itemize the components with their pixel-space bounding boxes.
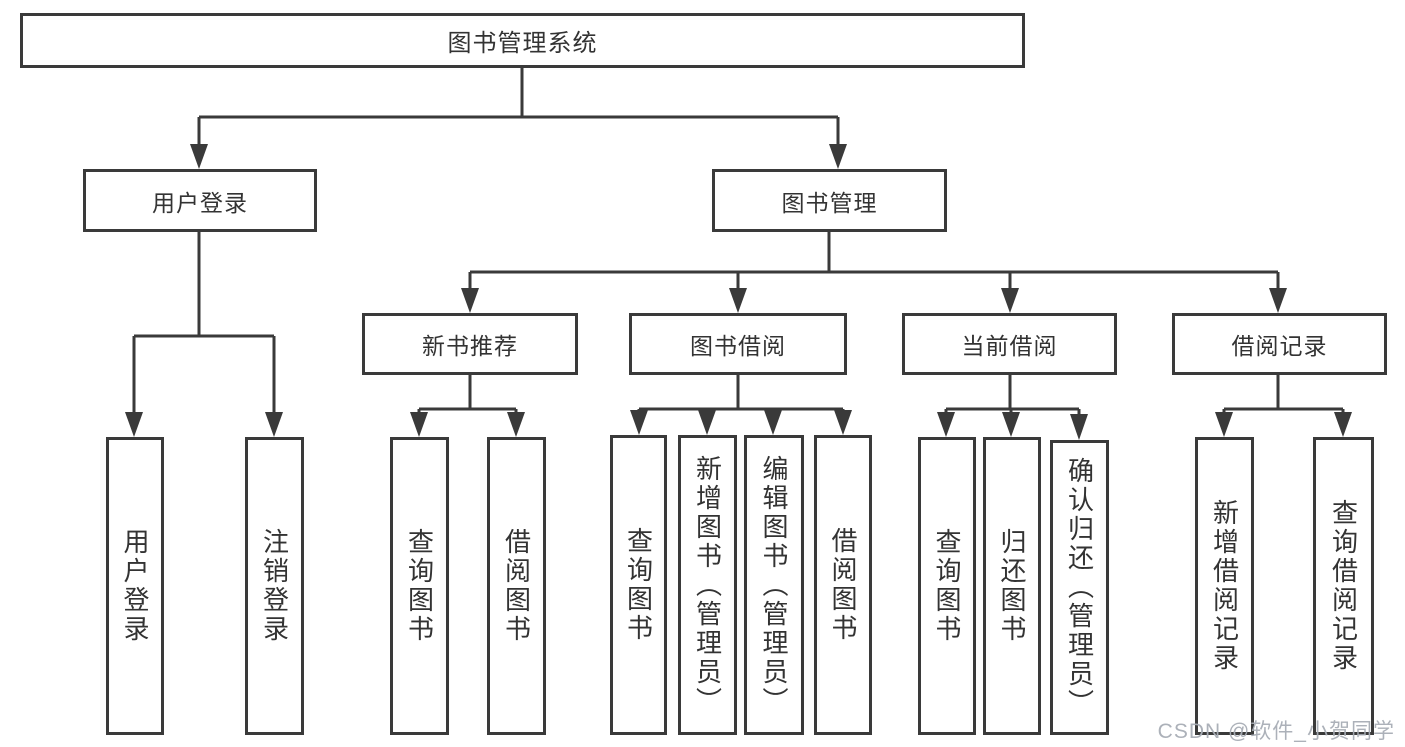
node-book-borrow-label: 图书借阅: [690, 333, 786, 359]
node-book-management-label: 图书管理: [781, 189, 878, 216]
leaf-search-books-1-label: 查询图书: [404, 528, 435, 644]
node-borrow-records: 借阅记录: [1172, 313, 1387, 375]
leaf-return-book-label: 归还图书: [997, 528, 1027, 644]
node-root-label: 图书管理系统: [447, 30, 598, 57]
leaf-confirm-return-admin: 确认归还（管理员）: [1050, 440, 1109, 735]
leaf-search-books-1: 查询图书: [390, 437, 449, 735]
node-current-borrow-label: 当前借阅: [961, 333, 1058, 359]
csdn-watermark: CSDN @软件_小贺同学: [1157, 720, 1395, 743]
leaf-search-books-3-label: 查询图书: [932, 528, 962, 644]
leaf-logout: 注销登录: [245, 437, 304, 735]
leaf-add-borrow-record: 新增借阅记录: [1195, 437, 1254, 735]
leaf-add-book-admin: 新增图书（管理员）: [678, 435, 737, 735]
node-book-management: 图书管理: [712, 169, 947, 232]
leaf-search-books-2-label: 查询图书: [623, 527, 654, 643]
leaf-search-books-3: 查询图书: [918, 437, 976, 735]
leaf-edit-book-admin: 编辑图书（管理员）: [744, 435, 804, 735]
leaf-borrow-books-1: 借阅图书: [487, 437, 546, 735]
node-new-book-recommend-label: 新书推荐: [422, 333, 518, 359]
node-current-borrow: 当前借阅: [902, 313, 1117, 375]
leaf-user-login-label: 用户登录: [120, 528, 150, 644]
leaf-search-books-2: 查询图书: [610, 435, 667, 735]
node-root: 图书管理系统: [20, 13, 1025, 68]
leaf-search-borrow-record-label: 查询借阅记录: [1328, 499, 1359, 673]
node-user-login-label: 用户登录: [152, 189, 248, 216]
leaf-add-borrow-record-label: 新增借阅记录: [1209, 499, 1240, 673]
leaf-search-borrow-record: 查询借阅记录: [1313, 437, 1374, 735]
leaf-borrow-books-2-label: 借阅图书: [828, 527, 858, 643]
node-borrow-records-label: 借阅记录: [1231, 333, 1328, 359]
leaf-edit-book-admin-label: 编辑图书（管理员）: [759, 454, 789, 716]
leaf-borrow-books-1-label: 借阅图书: [501, 528, 532, 644]
leaf-confirm-return-admin-label: 确认归还（管理员）: [1064, 457, 1095, 718]
leaf-return-book: 归还图书: [983, 437, 1041, 735]
leaf-user-login: 用户登录: [106, 437, 164, 735]
node-user-login: 用户登录: [83, 169, 317, 232]
leaf-add-book-admin-label: 新增图书（管理员）: [692, 454, 723, 716]
node-book-borrow: 图书借阅: [629, 313, 847, 375]
leaf-borrow-books-2: 借阅图书: [814, 435, 872, 735]
leaf-logout-label: 注销登录: [259, 528, 290, 644]
node-new-book-recommend: 新书推荐: [362, 313, 578, 375]
